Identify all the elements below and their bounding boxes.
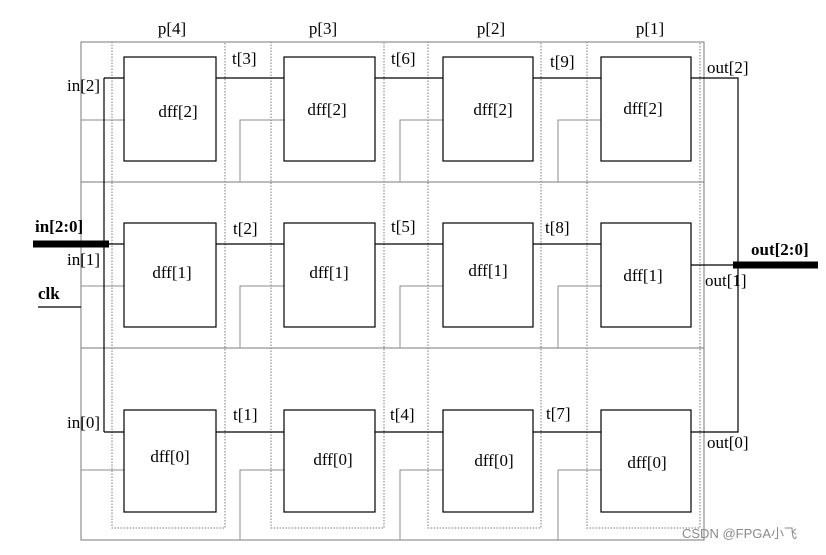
dff-label: dff[0] bbox=[474, 451, 513, 470]
dff-block bbox=[123, 409, 217, 513]
dff-block bbox=[600, 222, 692, 328]
stage-label: p[4] bbox=[158, 19, 186, 38]
dff-label: dff[1] bbox=[623, 266, 662, 285]
dff-label: dff[1] bbox=[468, 261, 507, 280]
output-label: out[1] bbox=[705, 271, 747, 290]
dff-row-1: dff[1] dff[1] dff[1] dff[1] bbox=[123, 222, 692, 328]
watermark: CSDN @FPGA小飞 bbox=[682, 526, 797, 541]
dff-block bbox=[283, 409, 376, 513]
dff-block bbox=[283, 222, 376, 328]
link-label: t[6] bbox=[391, 49, 416, 68]
clock-frame bbox=[80, 41, 705, 541]
dff-row-2: dff[2] dff[2] dff[2] dff[2] bbox=[123, 56, 692, 162]
dff-block bbox=[442, 409, 534, 513]
stage-columns bbox=[111, 41, 701, 529]
dff-block bbox=[600, 409, 692, 513]
dff-block bbox=[442, 56, 534, 162]
input-label: in[1] bbox=[67, 250, 100, 269]
stage-p3 bbox=[270, 41, 385, 529]
input-bus-label: in[2:0] bbox=[35, 217, 83, 236]
dff-block bbox=[600, 56, 692, 162]
link-label: t[2] bbox=[233, 219, 258, 238]
stage-p1 bbox=[586, 41, 701, 529]
dff-block bbox=[123, 222, 217, 328]
dff-label: dff[0] bbox=[627, 453, 666, 472]
output-label: out[2] bbox=[707, 58, 749, 77]
link-label: t[8] bbox=[545, 218, 570, 237]
stage-p2 bbox=[427, 41, 542, 529]
link-label: t[7] bbox=[546, 404, 571, 423]
link-label: t[9] bbox=[550, 52, 575, 71]
link-label: t[5] bbox=[391, 217, 416, 236]
input-wires bbox=[103, 77, 124, 433]
dff-label: dff[2] bbox=[158, 102, 197, 121]
link-label: t[4] bbox=[390, 405, 415, 424]
data-wires bbox=[216, 77, 601, 433]
dff-label: dff[2] bbox=[473, 100, 512, 119]
output-bus-label: out[2:0] bbox=[751, 240, 809, 259]
input-label: in[2] bbox=[67, 76, 100, 95]
dff-label: dff[2] bbox=[623, 99, 662, 118]
dff-block bbox=[283, 56, 376, 162]
stage-label: p[1] bbox=[636, 19, 664, 38]
dff-label: dff[0] bbox=[150, 447, 189, 466]
dff-label: dff[2] bbox=[307, 100, 346, 119]
dff-block bbox=[123, 56, 217, 162]
clock-lines bbox=[81, 119, 601, 540]
output-label: out[0] bbox=[707, 433, 749, 452]
output-wires bbox=[691, 77, 739, 433]
link-label: t[3] bbox=[232, 49, 257, 68]
input-label: in[0] bbox=[67, 413, 100, 432]
dff-block bbox=[442, 222, 534, 328]
dff-label: dff[1] bbox=[309, 263, 348, 282]
dff-label: dff[1] bbox=[152, 263, 191, 282]
dff-label: dff[0] bbox=[313, 450, 352, 469]
stage-label: p[3] bbox=[309, 19, 337, 38]
stage-p4 bbox=[111, 41, 226, 529]
dff-row-0: dff[0] dff[0] dff[0] dff[0] bbox=[123, 409, 692, 513]
stage-label: p[2] bbox=[477, 19, 505, 38]
clk-label: clk bbox=[38, 284, 60, 303]
link-label: t[1] bbox=[233, 405, 258, 424]
